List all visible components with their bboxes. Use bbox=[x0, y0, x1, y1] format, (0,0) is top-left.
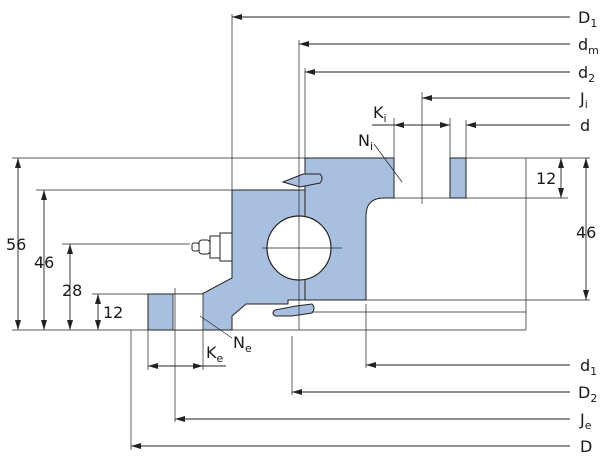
label-Ke: Ke bbox=[206, 343, 224, 365]
dim-Ji bbox=[422, 95, 570, 101]
dim-46-left bbox=[41, 190, 47, 330]
ni-leader bbox=[373, 143, 403, 183]
dim-D bbox=[131, 443, 570, 449]
dim-28 bbox=[67, 244, 73, 330]
dim-d2 bbox=[305, 69, 570, 75]
label-Ki: Ki bbox=[373, 103, 387, 125]
label-d2: d2 bbox=[578, 63, 595, 85]
top-seal bbox=[281, 173, 323, 188]
value-12-right: 12 bbox=[536, 169, 556, 188]
label-small-d1: d1 bbox=[580, 356, 597, 378]
value-46-left: 46 bbox=[34, 253, 54, 272]
dim-12-right bbox=[558, 158, 564, 198]
dim-Ke bbox=[147, 330, 226, 370]
grease-nipple bbox=[191, 232, 233, 262]
label-D2: D2 bbox=[578, 383, 597, 405]
label-Ji: Ji bbox=[579, 89, 588, 111]
dim-Ki bbox=[372, 118, 451, 158]
value-56: 56 bbox=[6, 235, 26, 254]
label-D1: D1 bbox=[578, 8, 597, 30]
dim-Je bbox=[175, 416, 570, 422]
dim-46-right bbox=[583, 158, 589, 300]
dim-12-left bbox=[95, 294, 101, 330]
dim-dm bbox=[299, 41, 570, 47]
value-12-left: 12 bbox=[103, 303, 123, 322]
value-28: 28 bbox=[62, 281, 82, 300]
inner-ring bbox=[304, 157, 395, 301]
dim-56 bbox=[15, 158, 21, 330]
label-Je: Je bbox=[579, 410, 592, 432]
label-dm: dm bbox=[578, 35, 599, 57]
ne-leader bbox=[199, 315, 233, 339]
inner-ring-hole bbox=[404, 158, 450, 198]
inner-ring-body bbox=[304, 157, 395, 301]
label-Ne: Ne bbox=[233, 333, 252, 355]
dim-D1 bbox=[232, 14, 570, 20]
label-Ni: Ni bbox=[358, 131, 373, 153]
outer-ring-hole bbox=[172, 293, 204, 331]
dim-d bbox=[466, 122, 570, 128]
inner-ring-hole-right bbox=[449, 157, 467, 199]
bottom-seal bbox=[272, 303, 315, 317]
value-46-right: 46 bbox=[576, 223, 596, 242]
label-D: D bbox=[580, 437, 592, 456]
dim-D2 bbox=[292, 389, 570, 395]
dim-small-d1 bbox=[366, 362, 570, 368]
label-d: d bbox=[580, 116, 590, 135]
